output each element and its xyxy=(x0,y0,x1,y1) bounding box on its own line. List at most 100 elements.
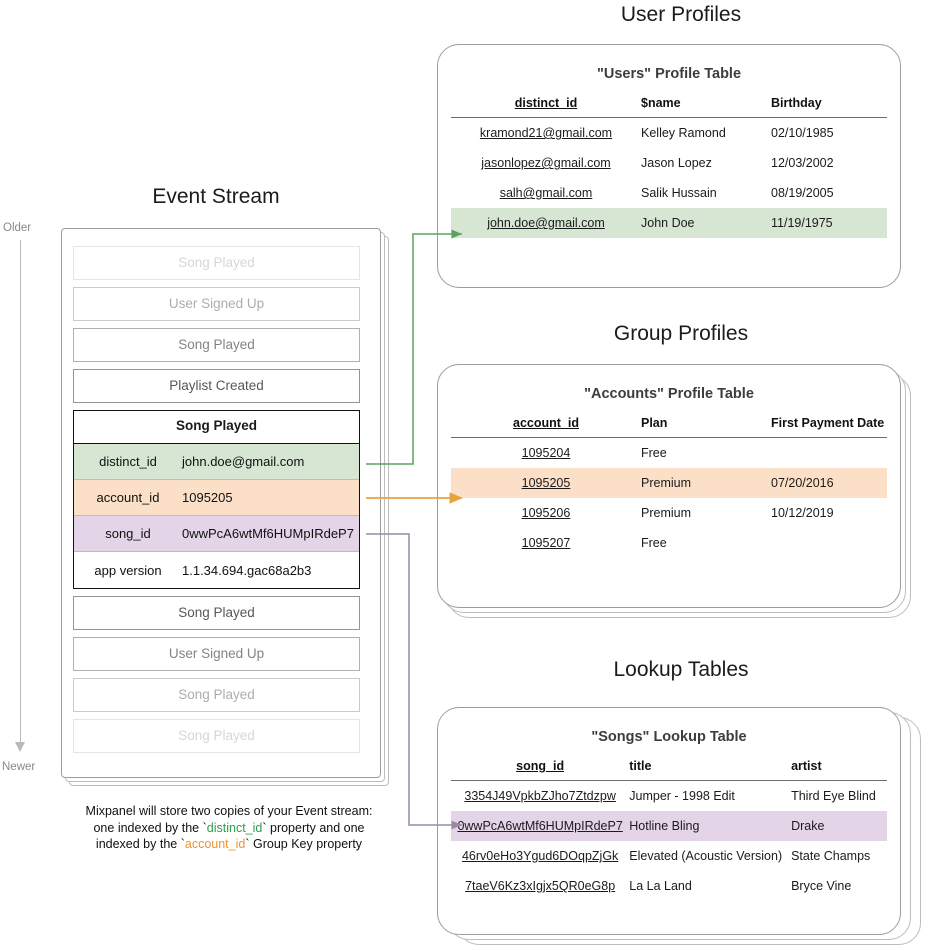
table-cell: Kelley Ramond xyxy=(641,126,726,140)
table-cell-key: salh@gmail.com xyxy=(499,186,593,200)
table-cell: 1095207 xyxy=(451,528,641,558)
table-cell: salh@gmail.com xyxy=(451,178,641,208)
table-cell: kramond21@gmail.com xyxy=(451,118,641,149)
column-header: song_id xyxy=(451,759,629,781)
table-cell: Hotline Bling xyxy=(629,811,792,841)
table-cell-key: 0wwPcA6wtMf6HUMpIRdeP7 xyxy=(457,819,623,833)
caption-line-2b: ` property and one xyxy=(262,820,365,835)
event-property-key: song_id xyxy=(105,526,151,541)
heading-group-profiles: Group Profiles xyxy=(613,322,749,345)
caption-line-3b: ` Group Key property xyxy=(245,837,363,851)
event-row[interactable]: User Signed Up xyxy=(73,287,360,321)
caption-line-2a: one indexed by the ` xyxy=(93,820,207,835)
event-property-row: song_id 0wwPcA6wtMf6HUMpIRdeP7 xyxy=(74,516,359,552)
timeline-label-older: Older xyxy=(3,222,32,234)
table-cell: 1095205 xyxy=(451,468,641,498)
table-cell: 08/19/2005 xyxy=(771,186,834,200)
event-row[interactable]: Song Played xyxy=(73,246,360,280)
table-cell-key: john.doe@gmail.com xyxy=(487,216,605,230)
caption-text: Mixpanel will store two copies of your E… xyxy=(34,803,424,853)
caption-line-3a: indexed by the ` xyxy=(95,837,185,851)
table-cell-key: jasonlopez@gmail.com xyxy=(481,156,611,170)
table-cell xyxy=(771,438,887,469)
users-profile-content: "Users" Profile Table distinct_id $name Bi… xyxy=(437,44,901,238)
column-header: Plan xyxy=(641,416,668,430)
event-property-value: 1095205 xyxy=(182,490,233,505)
event-row[interactable]: User Signed Up xyxy=(73,637,360,671)
event-property-key: app version xyxy=(94,562,162,578)
column-header: $name xyxy=(641,96,681,110)
table-cell: Jumper - 1998 Edit xyxy=(629,789,735,803)
timeline-axis-line xyxy=(20,240,21,745)
table-cell: La La Land xyxy=(629,879,692,893)
table-cell: 1095206 xyxy=(451,498,641,528)
accounts-table-title: "Accounts" Profile Table xyxy=(584,386,754,402)
table-row[interactable]: 7taeV6Kz3xIgjx5QR0eG8p La La Land Bryce Vi… xyxy=(451,871,887,901)
table-cell: Bryce Vine xyxy=(791,879,852,893)
event-property-key: account_id xyxy=(96,490,160,505)
table-cell: Free xyxy=(641,536,667,550)
users-profile-panel xyxy=(437,44,901,288)
column-header-label: account_id xyxy=(513,416,579,430)
table-cell-key: kramond21@gmail.com xyxy=(479,126,613,140)
table-cell: 02/10/1985 xyxy=(771,126,834,140)
table-row[interactable]: 1095207 Free xyxy=(451,528,887,558)
table-cell: john.doe@gmail.com xyxy=(451,208,641,238)
table-cell xyxy=(771,528,887,558)
table-cell: 7taeV6Kz3xIgjx5QR0eG8p xyxy=(451,871,629,901)
table-cell: 11/19/1975 xyxy=(771,208,887,238)
timeline-label-newer: Newer xyxy=(2,761,36,773)
users-table-title: "Users" Profile Table xyxy=(596,66,742,82)
table-cell: 46rv0eHo3Ygud6DOqpZjGk xyxy=(451,841,629,871)
column-header: First Payment Date xyxy=(771,416,885,430)
table-cell: 07/20/2016 xyxy=(771,468,887,498)
event-row[interactable]: Playlist Created xyxy=(73,369,360,403)
table-cell-key: 1095207 xyxy=(521,536,571,550)
column-header: Birthday xyxy=(771,96,822,110)
column-header: account_id xyxy=(451,416,641,438)
table-row[interactable]: kramond21@gmail.com Kelley Ramond 02/10/19… xyxy=(451,118,887,149)
heading-event-stream: Event Stream xyxy=(152,185,280,208)
table-cell: 0wwPcA6wtMf6HUMpIRdeP7 xyxy=(451,811,630,841)
table-cell: 12/03/2002 xyxy=(771,156,834,170)
expanded-event-name: Song Played xyxy=(74,411,359,444)
table-row[interactable]: 46rv0eHo3Ygud6DOqpZjGk Elevated (Acoustic… xyxy=(451,841,887,871)
event-row[interactable]: Song Played xyxy=(73,678,360,712)
table-cell: State Champs xyxy=(791,849,871,863)
table-cell: Elevated (Acoustic Version) xyxy=(629,849,783,863)
heading-user-profiles: User Profiles xyxy=(620,3,742,26)
table-cell: Drake xyxy=(791,811,887,841)
event-row[interactable]: Song Played xyxy=(73,596,360,630)
column-header-label: distinct_id xyxy=(514,96,578,110)
heading-lookup-tables: Lookup Tables xyxy=(613,658,749,681)
table-cell: Third Eye Blind xyxy=(791,789,876,803)
event-row[interactable]: Song Played xyxy=(73,328,360,362)
table-cell: John Doe xyxy=(641,208,771,238)
caption-keyword-distinct-id: distinct_id xyxy=(206,820,263,835)
table-cell-key: 7taeV6Kz3xIgjx5QR0eG8p xyxy=(465,879,616,893)
caption-keyword-account-id: account_id xyxy=(184,837,246,851)
event-property-key: distinct_id xyxy=(99,454,157,469)
caption-line-1: Mixpanel will store two copies of your E… xyxy=(85,804,373,818)
table-cell: 1095204 xyxy=(451,438,641,469)
event-property-value: 0wwPcA6wtMf6HUMpIRdeP7 xyxy=(182,526,354,541)
event-property-row: account_id 1095205 xyxy=(74,480,359,516)
users-table: distinct_id $name Birthday kramond21@gmail.… xyxy=(451,96,887,238)
event-row[interactable]: Song Played xyxy=(73,719,360,753)
table-cell-key: 46rv0eHo3Ygud6DOqpZjGk xyxy=(461,849,619,863)
column-header: title xyxy=(629,759,652,773)
